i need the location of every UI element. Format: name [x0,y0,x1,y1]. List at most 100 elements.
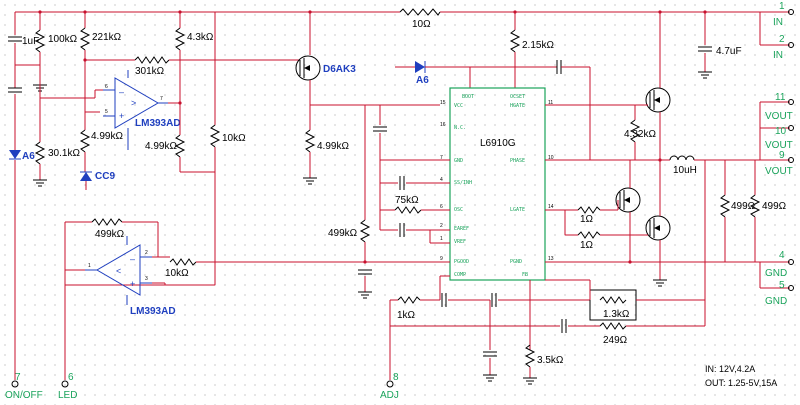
conn-5-num: 5 [779,280,785,291]
label-r-301k: 301kΩ [135,66,165,77]
ic-pin-pgood: PGOOD [454,259,469,265]
label-l-10uh: 10uH [673,165,697,176]
svg-text:>: > [131,98,136,108]
label-r-1k3: 1.3kΩ [603,309,630,320]
label-q-d6ak3: D6AK3 [323,64,356,75]
conn-10-label: VOUT [765,140,793,151]
label-r-4k99-b: 4.99kΩ [145,141,177,152]
ic-pin-fb: FB [522,272,528,278]
pin-1: 1 [88,263,91,269]
resistor-4k32 [629,119,641,143]
note-output: OUT: 1.25-5V,15A [705,378,777,388]
conn-9-num: 9 [779,150,785,161]
resistor-1-a [577,206,601,214]
ic-pin-earef: EAREF [454,226,469,232]
connector-vout-11[interactable] [788,99,794,105]
label-r-2k15: 2.15kΩ [522,40,554,51]
ic-pin-6: 6 [440,204,443,210]
ic-pin-ss: SS/INH [454,180,472,186]
conn-1-label: IN [773,17,783,28]
conn-1-num: 1 [779,1,785,12]
resistor-1k3 [599,296,627,304]
ic-pin-phase: PHASE [510,158,525,164]
resistor-4k99-a [79,129,91,153]
connector-in-1[interactable] [788,9,794,15]
conn-7-label: ON/OFF [5,390,43,401]
ic-pin-1: 1 [440,236,443,242]
note-input: IN: 12V,4.2A [705,364,755,374]
ic-pin-vcc: VCC [454,103,463,109]
ic-pin-hgate: HGATE [510,103,525,109]
label-r-75k: 75kΩ [395,195,419,206]
connector-in-2[interactable] [788,42,794,48]
connector-gnd-4[interactable] [788,259,794,265]
ic-pin-16: 16 [440,122,446,128]
label-r-499k: 499kΩ [328,228,358,239]
diode-a6-left [9,150,21,160]
pin-5: 5 [105,109,108,115]
resistor-499k [359,219,371,243]
conn-10-num: 10 [775,126,787,137]
ic-pin-10: 10 [548,155,554,161]
connector-on-off[interactable] [11,380,19,388]
ic-pin-vref: VREF [454,239,466,245]
connector-vout-9[interactable] [788,157,794,163]
ic-pin-pgnd: PGND [510,259,522,265]
conn-4-label: GND [765,268,787,279]
label-u-lm393-1: LM393AD [135,118,181,129]
ic-name: L6910G [480,138,516,149]
resistor-1k [397,296,421,304]
label-r-10: 10Ω [412,19,431,30]
label-r-10k-b: 10kΩ [165,268,189,279]
label-r-249: 249Ω [603,335,628,346]
resistor-4k3 [174,27,186,51]
ic-pin-comp: COMP [454,272,466,278]
pin-3: 3 [145,276,148,282]
ic-pin-7: 7 [440,155,443,161]
label-r-4k3: 4.3kΩ [187,32,214,43]
connector-led[interactable] [61,380,69,388]
conn-9-label: VOUT [765,166,793,177]
label-r-4k99-a: 4.99kΩ [91,131,123,142]
label-d-a6-top: A6 [416,75,429,86]
conn-2-label: IN [773,50,783,61]
label-r-100k: 100kΩ [48,34,78,45]
conn-6-label: LED [58,390,77,401]
diode-cc9 [80,171,92,181]
resistor-499k-fb [91,218,123,226]
label-u-lm393-2: LM393AD [130,306,176,317]
resistor-75k [394,206,422,214]
ic-pin-lgate: LGATE [510,207,525,213]
ic-pin-14: 14 [548,204,554,210]
label-r-30k1: 30.1kΩ [48,148,80,159]
connector-adj[interactable] [386,380,394,388]
ic-pin-boot: BOOT [462,94,474,100]
connector-gnd-5[interactable] [788,285,794,291]
label-r-499-a: 499Ω [731,201,756,212]
pin-7: 7 [160,96,163,102]
label-c-4u7: 4.7uF [716,46,742,57]
label-c-1uf: 1uF [22,36,39,47]
label-r-1k: 1kΩ [397,310,416,321]
ic-pin-gnd: GND [454,158,463,164]
ic-pin-4: 4 [440,177,443,183]
capacitor-1uf [8,36,22,42]
ic-pin-2: 2 [440,223,443,229]
opamp-lm393-1: – + > [103,70,168,150]
capacitor-4u7 [698,46,712,52]
conn-7-num: 7 [15,372,21,383]
ic-pin-osc: OSC [454,207,463,213]
resistor-2k15 [509,29,521,53]
ic-pin-nc: N.C. [454,125,466,131]
conn-2-num: 2 [779,34,785,45]
resistor-100k [34,29,46,53]
conn-11-num: 11 [775,92,786,103]
opamp-lm393-2: – + < [85,236,152,305]
pin-2: 2 [145,250,148,256]
resistor-499-a [719,194,731,218]
label-r-1-a: 1Ω [580,214,594,225]
resistor-301k [134,56,170,64]
connector-vout-10[interactable] [788,125,794,131]
